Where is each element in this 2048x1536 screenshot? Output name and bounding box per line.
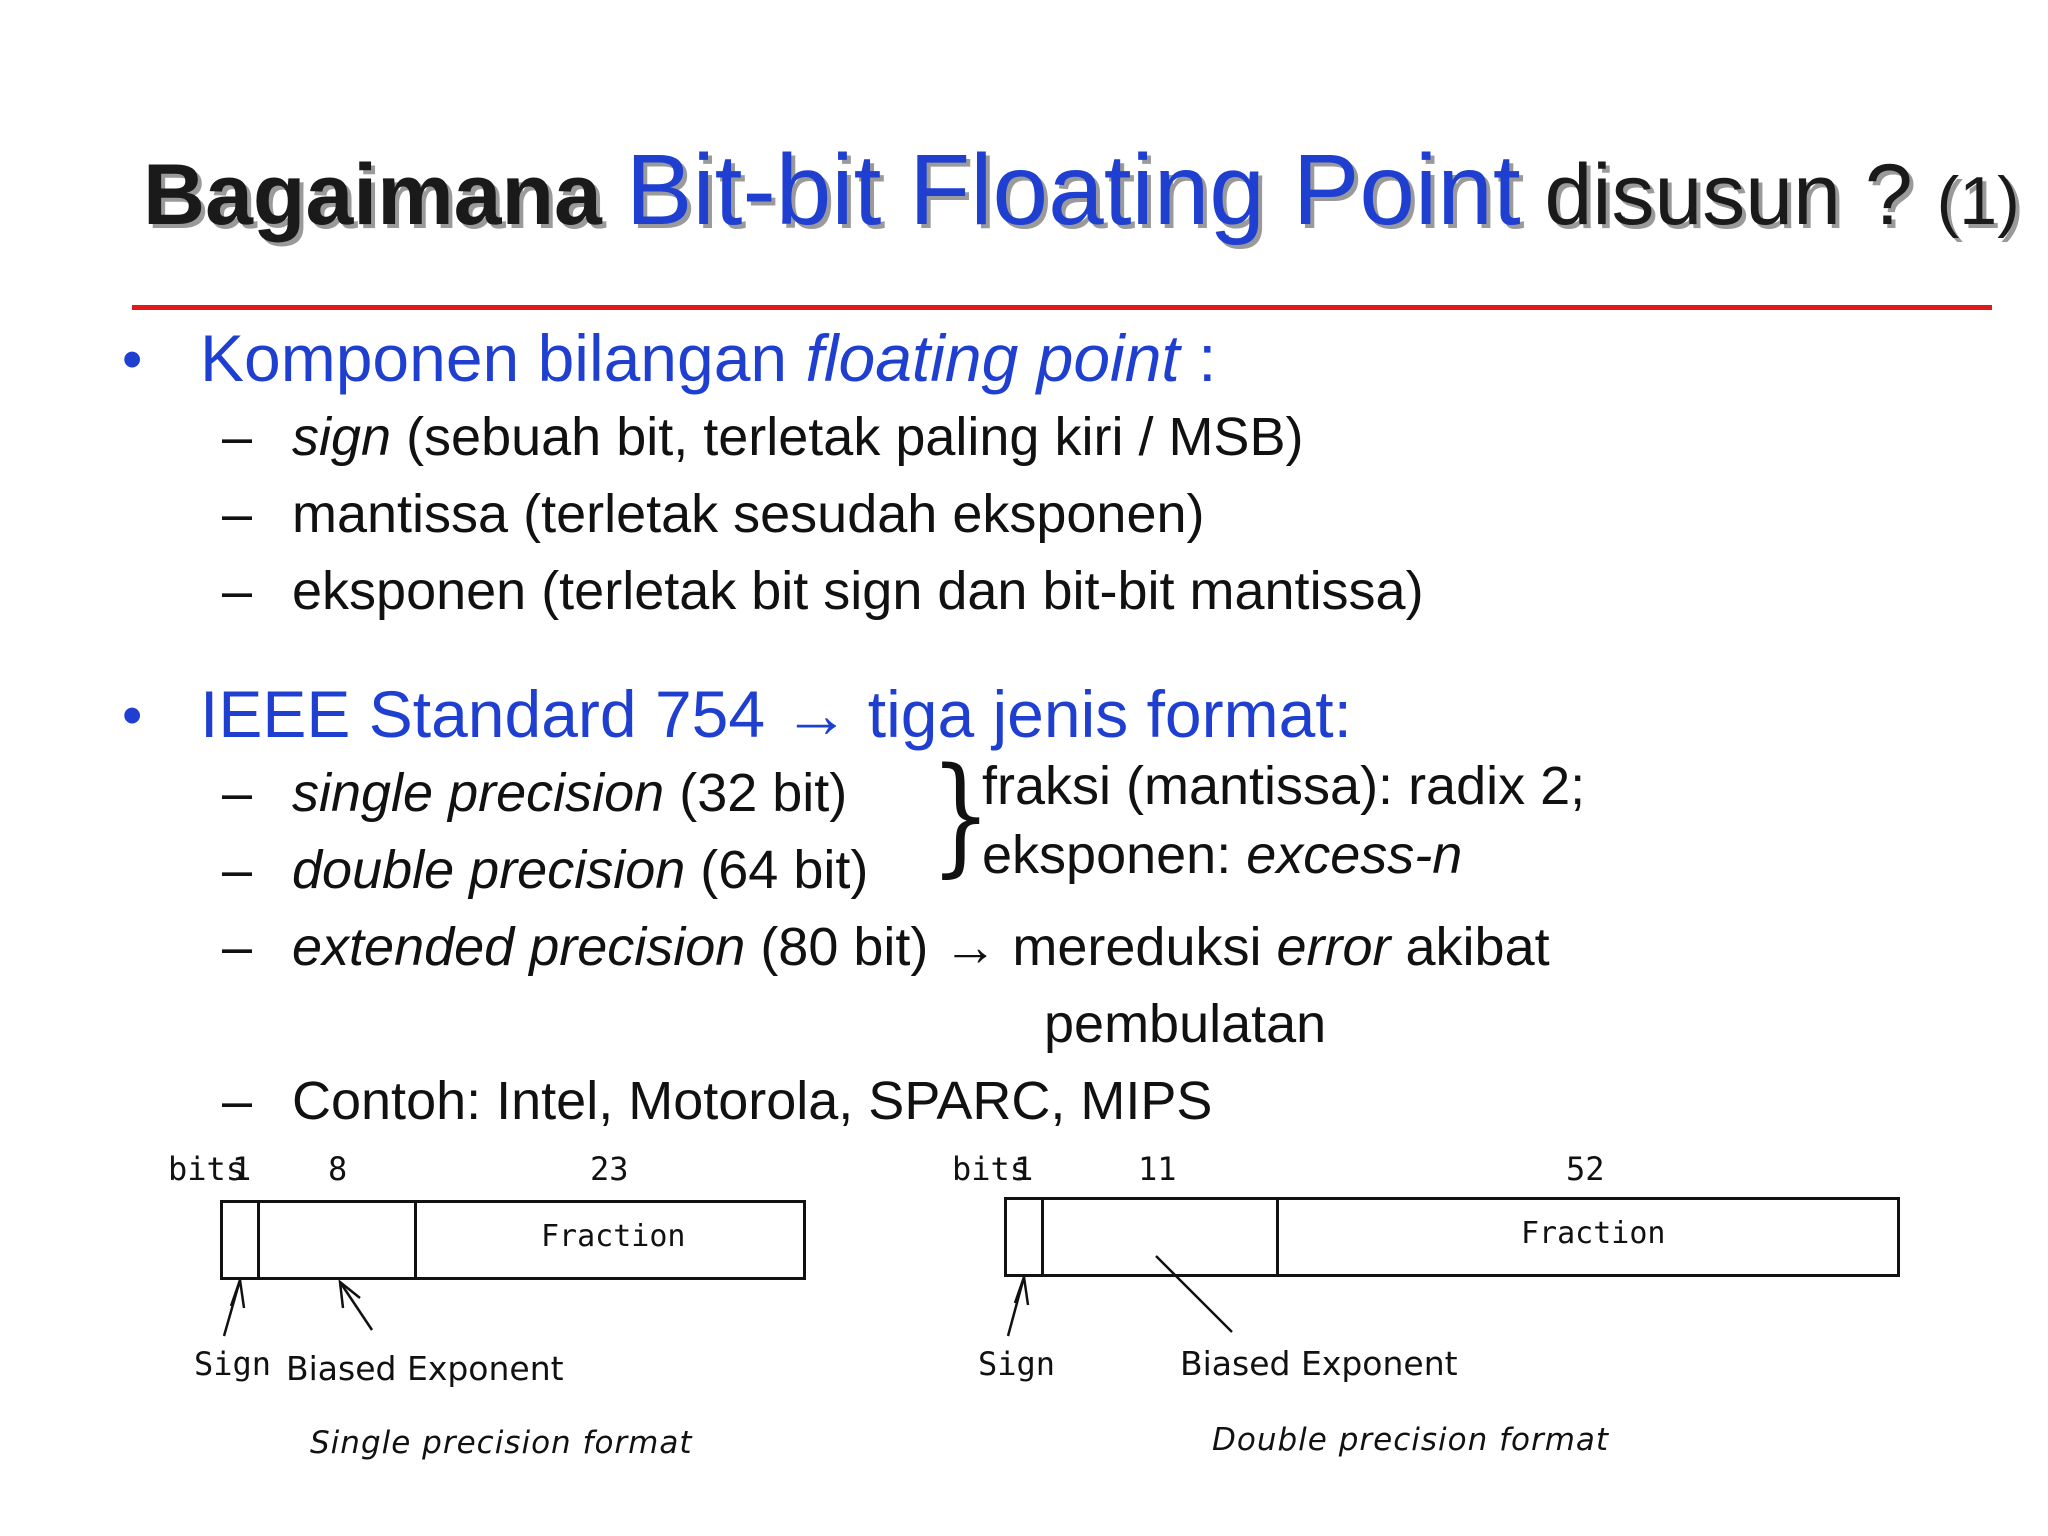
bullet-2-item-1-italic: single precision	[292, 763, 665, 823]
bullet-2-item-1-dash: –	[222, 763, 253, 823]
bullet-2-item-2-dash: –	[222, 840, 253, 900]
bullet-2-text-b: tiga jenis format:	[849, 677, 1352, 751]
brace-note-2-italic: excess-n	[1246, 825, 1463, 885]
bullet-1-item-1: sign (sebuah bit, terletak paling kiri /…	[292, 404, 1303, 470]
title-part-3: disusun ?	[1544, 147, 1913, 243]
right-arrow-icon: →	[943, 917, 998, 977]
single-sign-bits: 1	[232, 1150, 252, 1188]
bullet-2-item-3: extended precision (80 bit) → mereduksi …	[292, 914, 1550, 980]
bullet-2-item-3-italic: extended precision	[292, 917, 746, 977]
single-fraction-label: Fraction	[541, 1219, 686, 1254]
bullet-2-item-3-rest2: mereduksi	[997, 917, 1277, 977]
title-part-4: (1)	[1936, 163, 2020, 239]
bullet-1-marker: •	[122, 327, 143, 392]
curly-brace-icon: }	[930, 741, 992, 890]
slide-title: Bagaimana Bit-bit Floating Point disusun…	[143, 140, 2020, 251]
bullet-2-item-3-continuation: pembulatan	[1044, 994, 1327, 1054]
double-exp-bits: 11	[1138, 1150, 1177, 1188]
single-caption: Single precision format	[310, 1425, 693, 1461]
single-exponent-cell	[257, 1200, 417, 1280]
double-caption: Double precision format	[1212, 1422, 1610, 1458]
double-bits-label: bits	[952, 1150, 1030, 1188]
double-frac-bits: 52	[1566, 1150, 1605, 1188]
bullet-1-item-3: eksponen (terletak bit sign dan bit-bit …	[292, 561, 1424, 621]
double-fraction-label: Fraction	[1521, 1216, 1666, 1251]
bullet-2-item-3-rest: (80 bit)	[745, 917, 944, 977]
single-sign-arrowhead	[229, 1279, 246, 1309]
title-part-2: Bit-bit Floating Point	[625, 134, 1521, 246]
double-exponent-cell	[1041, 1197, 1279, 1277]
double-sign-pointer	[1006, 1276, 1026, 1337]
single-sign-pointer	[222, 1279, 242, 1337]
bullet-2-item-3-dash: –	[222, 917, 253, 977]
single-frac-bits: 23	[590, 1150, 629, 1188]
bullet-2-item-2: double precision (64 bit)	[292, 837, 868, 903]
bullet-2-marker: •	[122, 683, 143, 748]
bullet-1-italic: floating point	[805, 321, 1180, 395]
double-fraction-cell	[1276, 1197, 1900, 1277]
double-sign-arrowhead	[1013, 1276, 1030, 1306]
single-exponent-arrowhead	[338, 1279, 361, 1309]
bullet-2-item-3-italic2: error	[1276, 917, 1391, 977]
single-bits-label: bits	[168, 1150, 246, 1188]
bullet-2-item-2-rest: (64 bit)	[685, 840, 869, 900]
single-sign-cell	[220, 1200, 260, 1280]
single-exponent-label: Biased Exponent	[286, 1349, 564, 1388]
bullet-1-item-1-rest: (sebuah bit, terletak paling kiri / MSB)	[391, 407, 1304, 467]
bullet-1-item-1-dash: –	[222, 407, 253, 467]
bullet-1-plain: Komponen bilangan	[200, 321, 806, 395]
single-exponent-pointer	[338, 1281, 374, 1331]
bullet-2-text-a: IEEE Standard 754	[200, 677, 784, 751]
bullet-2-item-5-dash: –	[222, 1071, 253, 1131]
double-exponent-label: Biased Exponent	[1180, 1344, 1458, 1383]
bullet-1-text: Komponen bilangan floating point :	[200, 320, 1216, 396]
double-sign-cell	[1004, 1197, 1044, 1277]
double-sign-label: Sign	[978, 1345, 1056, 1383]
bullet-1-item-2-dash: –	[222, 484, 253, 544]
bullet-1-item-1-italic: sign	[292, 407, 392, 467]
bullet-2-item-3-rest3: akibat	[1390, 917, 1550, 977]
bullet-1-item-3-dash: –	[222, 561, 253, 621]
brace-note-1: fraksi (mantissa): radix 2;	[982, 756, 1586, 816]
title-divider	[132, 305, 1992, 310]
title-part-1: Bagaimana	[143, 147, 602, 243]
double-sign-bits: 1	[1014, 1150, 1034, 1188]
brace-note-2: eksponen: excess-n	[982, 822, 1462, 888]
bullet-2-item-1: single precision (32 bit)	[292, 760, 847, 826]
bullet-2-item-5: Contoh: Intel, Motorola, SPARC, MIPS	[292, 1071, 1213, 1131]
brace-note-2-plain: eksponen:	[982, 825, 1247, 885]
bullet-2-text: IEEE Standard 754 → tiga jenis format:	[200, 676, 1352, 752]
right-arrow-icon: →	[783, 677, 850, 751]
bullet-1-end: :	[1179, 321, 1217, 395]
bullet-2-item-2-italic: double precision	[292, 840, 686, 900]
single-exp-bits: 8	[328, 1150, 348, 1188]
single-sign-label: Sign	[194, 1345, 272, 1383]
bullet-1-item-2: mantissa (terletak sesudah eksponen)	[292, 484, 1205, 544]
single-fraction-cell	[414, 1200, 806, 1280]
bullet-2-item-1-rest: (32 bit)	[664, 763, 848, 823]
